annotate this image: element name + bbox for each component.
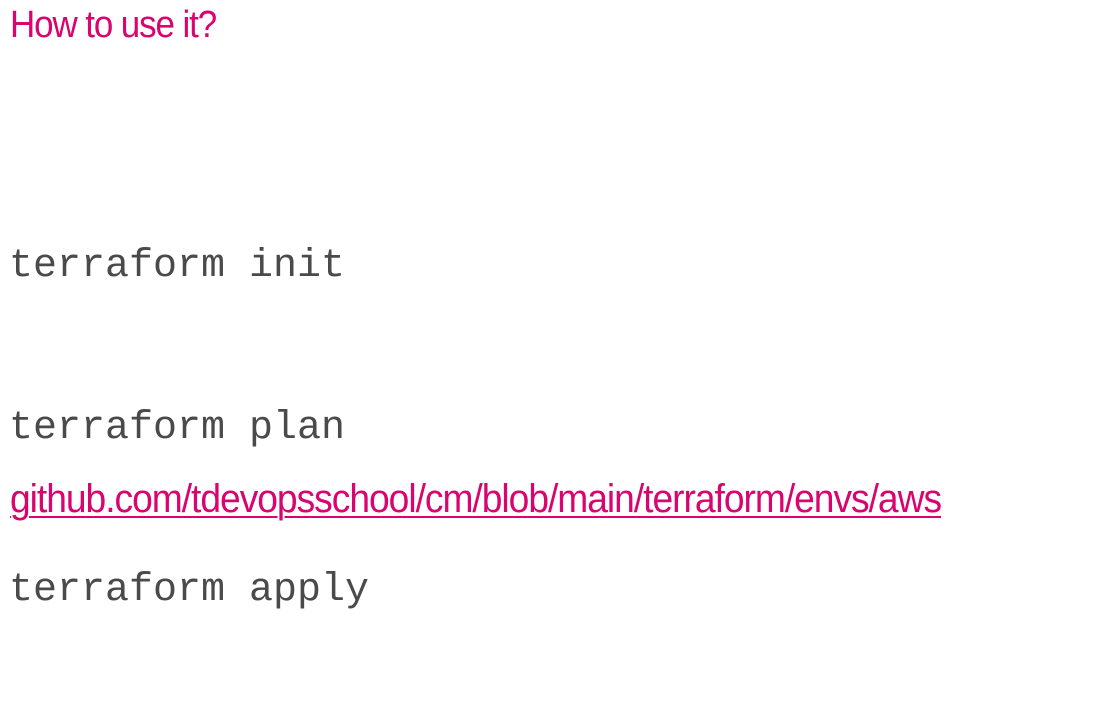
command-line-apply: terraform apply: [9, 568, 370, 613]
command-line-plan: terraform plan: [9, 406, 346, 451]
slide-title: How to use it?: [10, 4, 217, 46]
slide: How to use it? terraform init terraform …: [9, 4, 943, 613]
command-line-init: terraform init: [9, 244, 346, 289]
repository-link[interactable]: github.com/tdevopsschool/cm/blob/main/te…: [10, 477, 942, 521]
command-list: terraform init terraform plan terraform …: [9, 132, 369, 726]
